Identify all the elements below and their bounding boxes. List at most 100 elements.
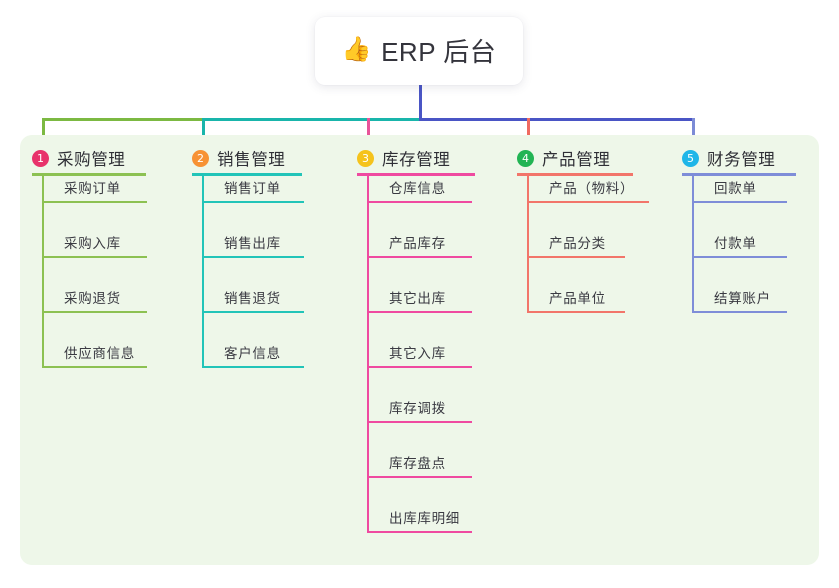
- category-underline-4: [517, 173, 633, 176]
- menu-item-underline: [692, 201, 787, 203]
- connector-bar-segment-2: [202, 118, 421, 121]
- category-title-4: 产品管理: [542, 151, 611, 169]
- menu-item-underline: [42, 311, 147, 313]
- category-badge-5: 5: [682, 149, 699, 167]
- menu-item[interactable]: 其它出库: [367, 283, 472, 313]
- connector-drop-4: [527, 118, 530, 143]
- root-title: ERP 后台: [381, 36, 497, 67]
- category-column-5: 5 财务管理回款单付款单结算账户: [682, 135, 839, 565]
- menu-item-label: 仓库信息: [389, 181, 446, 196]
- category-badge-4: 4: [517, 149, 534, 167]
- menu-item[interactable]: 销售退货: [202, 283, 304, 313]
- menu-item-underline: [367, 476, 472, 478]
- menu-item[interactable]: 采购入库: [42, 228, 147, 258]
- menu-item[interactable]: 回款单: [692, 173, 787, 203]
- menu-item[interactable]: 库存盘点: [367, 448, 472, 478]
- menu-item-label: 产品分类: [549, 236, 606, 251]
- menu-item-underline: [202, 311, 304, 313]
- menu-item-underline: [527, 201, 649, 203]
- category-spine-2: [202, 176, 204, 368]
- menu-item[interactable]: 供应商信息: [42, 338, 147, 368]
- category-spine-1: [42, 176, 44, 368]
- menu-item[interactable]: 库存调拨: [367, 393, 472, 423]
- connector-drop-3: [367, 118, 370, 143]
- menu-item-underline: [42, 201, 147, 203]
- menu-item[interactable]: 出库库明细: [367, 503, 472, 533]
- menu-item[interactable]: 采购订单: [42, 173, 147, 203]
- category-underline-3: [357, 173, 475, 176]
- menu-item-label: 出库库明细: [389, 511, 460, 526]
- menu-item-underline: [367, 421, 472, 423]
- menu-item-label: 产品库存: [389, 236, 446, 251]
- category-column-3: 3 库存管理仓库信息产品库存其它出库其它入库库存调拨库存盘点出库库明细: [357, 135, 517, 565]
- connector-drop-5: [692, 118, 695, 143]
- category-title-5: 财务管理: [707, 151, 776, 169]
- menu-item[interactable]: 产品单位: [527, 283, 625, 313]
- category-header-3[interactable]: 3 库存管理: [357, 146, 450, 170]
- connector-trunk: [419, 85, 422, 120]
- menu-item-underline: [367, 366, 472, 368]
- menu-item-underline: [367, 256, 472, 258]
- category-underline-5: [682, 173, 796, 176]
- category-badge-2: 2: [192, 149, 209, 167]
- menu-item-label: 回款单: [714, 181, 757, 196]
- menu-item[interactable]: 产品分类: [527, 228, 625, 258]
- menu-item[interactable]: 仓库信息: [367, 173, 472, 203]
- menu-item-label: 供应商信息: [64, 346, 135, 361]
- menu-item-label: 客户信息: [224, 346, 281, 361]
- menu-item[interactable]: 采购退货: [42, 283, 147, 313]
- category-header-5[interactable]: 5 财务管理: [682, 146, 775, 170]
- menu-item-underline: [42, 366, 147, 368]
- category-column-4: 4 产品管理产品（物料） 产品分类产品单位: [517, 135, 677, 565]
- menu-item-underline: [202, 256, 304, 258]
- thumbs-up-icon: 👍: [341, 36, 373, 63]
- menu-item-label: 产品单位: [549, 291, 606, 306]
- menu-item[interactable]: 客户信息: [202, 338, 304, 368]
- category-header-2[interactable]: 2 销售管理: [192, 146, 285, 170]
- category-spine-3: [367, 176, 369, 533]
- menu-item-label: 其它出库: [389, 291, 446, 306]
- menu-item-label: 结算账户: [714, 291, 771, 306]
- menu-item[interactable]: 产品库存: [367, 228, 472, 258]
- menu-item-label: 付款单: [714, 236, 757, 251]
- menu-item-underline: [42, 256, 147, 258]
- category-underline-1: [32, 173, 146, 176]
- menu-item-underline: [692, 256, 787, 258]
- menu-item-label: 其它入库: [389, 346, 446, 361]
- menu-item-underline: [202, 366, 304, 368]
- menu-item-label: 销售订单: [224, 181, 281, 196]
- connector-bar-segment-3: [419, 118, 694, 121]
- menu-item-label: 销售退货: [224, 291, 281, 306]
- category-badge-3: 3: [357, 149, 374, 167]
- menu-item-underline: [692, 311, 787, 313]
- menu-item[interactable]: 其它入库: [367, 338, 472, 368]
- menu-item-label: 库存调拨: [389, 401, 446, 416]
- menu-item-label: 产品（物料）: [549, 181, 635, 196]
- category-column-2: 2 销售管理销售订单销售出库销售退货客户信息: [192, 135, 352, 565]
- menu-item-underline: [367, 531, 472, 533]
- menu-item-underline: [527, 311, 625, 313]
- menu-item[interactable]: 销售订单: [202, 173, 304, 203]
- menu-item[interactable]: 结算账户: [692, 283, 787, 313]
- category-title-2: 销售管理: [217, 151, 286, 169]
- category-header-4[interactable]: 4 产品管理: [517, 146, 610, 170]
- category-badge-1: 1: [32, 149, 49, 167]
- menu-item-underline: [367, 201, 472, 203]
- menu-item-underline: [527, 256, 625, 258]
- menu-item-underline: [367, 311, 472, 313]
- menu-item-label: 采购入库: [64, 236, 121, 251]
- connector-bar-segment-1: [42, 118, 204, 121]
- menu-item-label: 采购退货: [64, 291, 121, 306]
- root-node-card[interactable]: 👍 ERP 后台: [315, 17, 523, 85]
- menu-item[interactable]: 产品（物料）: [527, 173, 649, 203]
- connector-drop-1: [42, 118, 45, 143]
- category-spine-4: [527, 176, 529, 313]
- connector-drop-2: [202, 118, 205, 143]
- menu-item[interactable]: 付款单: [692, 228, 787, 258]
- menu-item[interactable]: 销售出库: [202, 228, 304, 258]
- category-title-3: 库存管理: [382, 151, 451, 169]
- menu-item-label: 库存盘点: [389, 456, 446, 471]
